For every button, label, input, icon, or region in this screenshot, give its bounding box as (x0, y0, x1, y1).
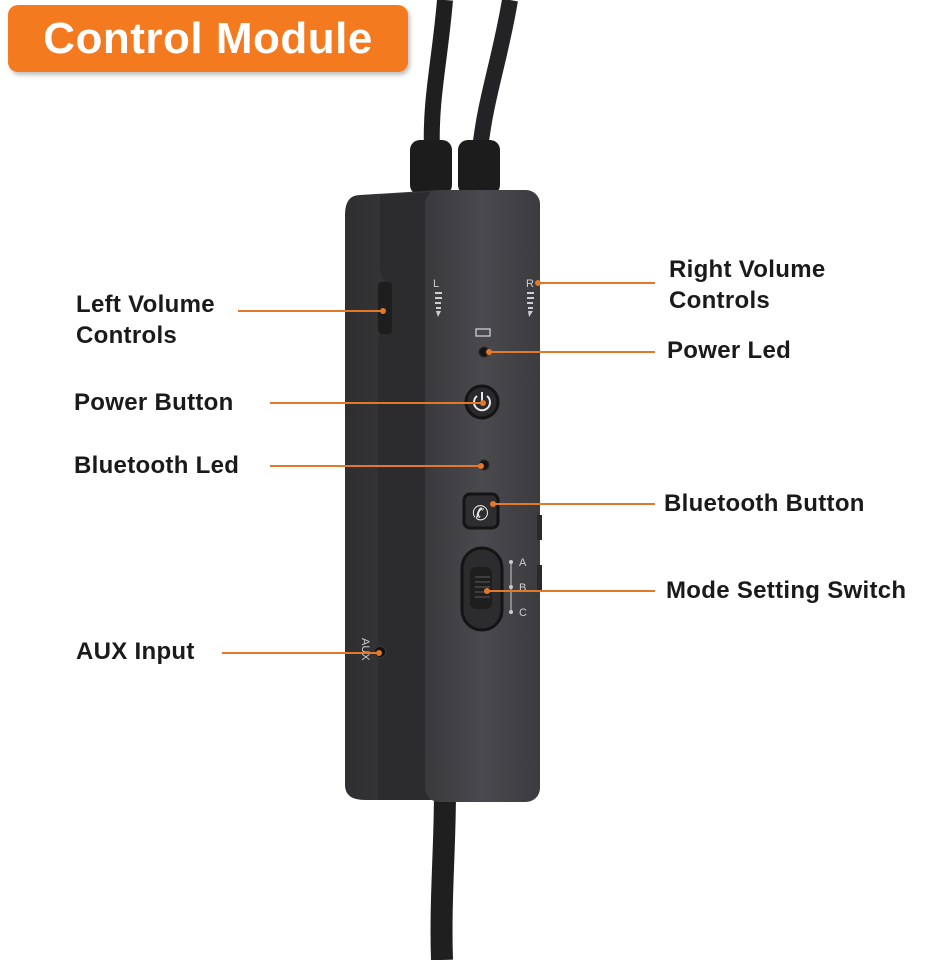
callout-aux-input: AUX Input (76, 638, 195, 665)
callout-power-led: Power Led (667, 337, 792, 364)
leader-line (488, 351, 655, 353)
marking-aux: AUX (359, 638, 371, 661)
volume-level-icons (435, 292, 534, 317)
callout-right-volume-line1: Right Volume (669, 256, 826, 283)
callout-right-volume-line2: Controls (669, 287, 771, 314)
callout-right-volume: Right Volume Controls (669, 254, 825, 316)
callout-mode-switch: Mode Setting Switch (666, 577, 907, 604)
leader-dot (484, 588, 490, 594)
callout-left-volume-line2: Controls (76, 322, 178, 349)
marking-l: L (433, 278, 439, 290)
leader-dot (486, 349, 492, 355)
leader-line (486, 590, 655, 592)
callout-power-button: Power Button (74, 389, 234, 416)
callout-bluetooth-led: Bluetooth Led (74, 452, 240, 479)
leader-dot (490, 501, 496, 507)
bluetooth-button[interactable] (462, 492, 500, 530)
marking-c: C (519, 607, 527, 619)
callout-left-volume-line1: Left Volume (76, 291, 215, 318)
cable-strain-relief-left (410, 140, 452, 195)
power-icon (473, 395, 491, 412)
leader-dot (535, 280, 541, 286)
marking-a: A (519, 557, 527, 569)
leader-line (270, 402, 482, 404)
leader-dot (478, 463, 484, 469)
battery-icon (475, 328, 491, 337)
leader-dot (380, 308, 386, 314)
leader-dot (376, 650, 382, 656)
title: Control Module (43, 13, 373, 63)
leader-line (270, 465, 480, 467)
leader-line (238, 310, 381, 312)
marking-b: B (519, 582, 526, 594)
device-side (378, 192, 430, 800)
leader-line (537, 282, 655, 284)
callout-bluetooth-button: Bluetooth Button (664, 490, 865, 517)
top-cable-left (423, 0, 453, 151)
bottom-cable (430, 789, 456, 960)
callout-left-volume: Left Volume Controls (76, 289, 215, 351)
top-cable-right (472, 0, 518, 151)
leader-line (492, 503, 655, 505)
marking-r: R (526, 278, 534, 290)
leader-line (222, 652, 378, 654)
title-badge: Control Module (8, 5, 408, 72)
cable-strain-relief-right (458, 140, 500, 195)
leader-dot (480, 400, 486, 406)
phone-icon: ✆ (472, 501, 489, 525)
